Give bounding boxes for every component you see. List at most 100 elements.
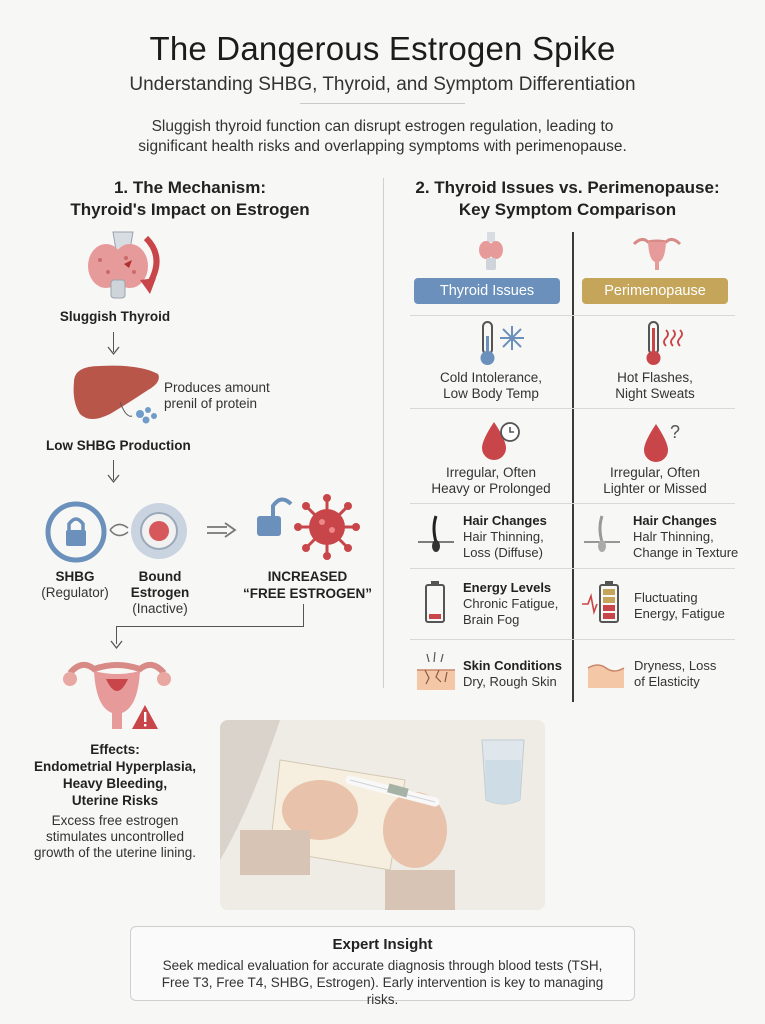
row2-right-1: Irregular, Often [609, 465, 701, 480]
row4-left-2: Brain Fog [463, 612, 520, 627]
row2-thyroid-cell: Irregular, Often Heavy or Prolonged [410, 465, 572, 497]
thyroid-small-icon [479, 232, 503, 270]
effects-desc-line1: Excess free estrogen [51, 813, 179, 828]
uterus-icon [63, 661, 171, 729]
row3-right-title: Hair Changes [633, 513, 717, 528]
liver-icon [73, 365, 159, 424]
row1-left-1: Cold Intolerance, [439, 370, 543, 385]
effects-line3: Uterine Risks [71, 793, 159, 808]
row1-left-2: Low Body Temp [443, 386, 539, 401]
bound-caption: Bound Estrogen (Inactive) [116, 569, 204, 617]
unlocked-icon [257, 497, 293, 536]
effects-line1: Endometrial Hyperplasia, [33, 759, 197, 774]
liver-note-line2: prenil of protein [164, 396, 258, 411]
row3-left-title: Hair Changes [463, 513, 547, 528]
section-divider [383, 178, 384, 688]
thyroid-gland-icon [88, 231, 160, 299]
increased-line2: “FREE ESTROGEN” [242, 586, 372, 601]
low-shbg-label: Low SHBG Production [46, 438, 191, 453]
double-arrow-icon [207, 522, 237, 538]
perimenopause-header: Perimenopause [582, 278, 728, 304]
effects-desc-line3: growth of the uterine lining. [33, 845, 197, 860]
row4-thyroid-cell: Energy Levels Chronic Fatigue, Brain Fog [463, 580, 558, 628]
row1-peri-cell: Hot Flashes, Night Sweats [574, 370, 736, 402]
row3-left-1: Hair Thinning, [463, 529, 544, 544]
row3-thyroid-cell: Hair Changes Hair Thinning, Loss (Diffus… [463, 513, 547, 561]
comparison-heading-line2: Key Symptom Comparison [458, 200, 677, 219]
expert-insight-body: Seek medical evaluation for accurate dia… [150, 957, 615, 1008]
flow-arrow [113, 460, 114, 480]
uterus-small-icon [632, 237, 682, 270]
bound-sub: (Inactive) [132, 601, 188, 616]
low-battery-icon [425, 581, 445, 623]
effects-line2: Heavy Bleeding, [62, 776, 168, 791]
row4-peri-cell: Fluctuating Energy, Fatigue [634, 590, 725, 622]
hot-thermometer-icon [646, 321, 683, 365]
effects-description: Excess free estrogen stimulates uncontro… [20, 813, 210, 861]
row4-left-title: Energy Levels [463, 580, 552, 595]
bound-label-2: Estrogen [130, 585, 190, 600]
liver-note-line1: Produces amount [164, 380, 270, 395]
row5-left-1: Dry, Rough Skin [463, 674, 557, 689]
intro-text: Sluggish thyroid function can disrupt es… [138, 118, 627, 155]
hair-follicle-icon [418, 515, 454, 552]
shbg-label: SHBG [55, 569, 95, 584]
bound-label-1: Bound [138, 569, 182, 584]
row-divider [410, 639, 735, 640]
shbg-lock-icon [45, 501, 107, 563]
effects-title: Effects: [90, 742, 140, 757]
page-subtitle: Understanding SHBG, Thyroid, and Symptom… [129, 74, 636, 95]
shbg-sub: (Regulator) [41, 585, 109, 600]
row5-right-2: of Elasticity [634, 674, 700, 689]
mechanism-heading-line2: Thyroid's Impact on Estrogen [70, 200, 310, 219]
effects-block: Effects: Endometrial Hyperplasia, Heavy … [20, 741, 210, 809]
blood-drop-question-icon: ? [644, 422, 680, 462]
hair-follicle-faded-icon [584, 515, 620, 552]
increased-free-estrogen: INCREASED “FREE ESTROGEN” [240, 568, 375, 602]
row5-right-1: Dryness, Loss [634, 658, 717, 673]
table-column-divider [572, 232, 574, 702]
row4-left-1: Chronic Fatigue, [463, 596, 559, 611]
title-divider [300, 103, 465, 104]
mechanism-heading: 1. The Mechanism: Thyroid's Impact on Es… [40, 177, 340, 221]
flow-arrow [113, 332, 114, 352]
row2-peri-cell: Irregular, Often Lighter or Missed [574, 465, 736, 497]
shbg-caption: SHBG (Regulator) [30, 569, 120, 601]
sluggish-thyroid-label: Sluggish Thyroid [59, 309, 171, 324]
arrowhead-icon [107, 474, 120, 484]
connector-line [116, 626, 304, 627]
row3-right-1: Halr Thinning, [633, 529, 714, 544]
mechanism-heading-line1: 1. The Mechanism: [113, 178, 267, 197]
arrowhead-icon [107, 346, 120, 356]
row-divider [410, 315, 735, 316]
comparison-heading-line1: 2. Thyroid Issues vs. Perimenopause: [415, 178, 720, 197]
binding-link-icon [109, 523, 129, 537]
expert-insight-box [130, 926, 635, 1001]
row3-right-2: Change in Texture [633, 545, 739, 560]
liver-note: Produces amount prenil of protein [164, 380, 270, 412]
row1-right-2: Night Sweats [615, 386, 695, 401]
row3-left-2: Loss (Diffuse) [463, 545, 543, 560]
bound-estrogen-icon [131, 503, 187, 559]
hands-with-thermometer-image [220, 720, 545, 910]
row4-right-2: Energy, Fatigue [634, 606, 725, 621]
connector-line [116, 626, 117, 644]
insight-line1: Seek medical evaluation for accurate dia… [162, 958, 603, 973]
arrowhead-icon [110, 640, 123, 650]
row3-peri-cell: Hair Changes Halr Thinning, Change in Te… [633, 513, 738, 561]
thyroid-issues-header: Thyroid Issues [414, 278, 560, 304]
row-divider [410, 408, 735, 409]
insight-line2: Free T3, Free T4, SHBG, Estrogen). Early… [161, 975, 604, 1007]
warning-icon [132, 705, 158, 729]
dry-skin-icon [417, 651, 455, 690]
row5-peri-cell: Dryness, Loss of Elasticity [634, 658, 716, 690]
cold-thermometer-icon [480, 321, 524, 365]
comparison-heading: 2. Thyroid Issues vs. Perimenopause: Key… [395, 177, 740, 221]
row-divider [410, 568, 735, 569]
free-estrogen-molecule-icon [294, 494, 360, 560]
expert-insight-title: Expert Insight [332, 936, 433, 953]
row5-thyroid-cell: Skin Conditions Dry, Rough Skin [463, 658, 562, 690]
fluctuating-battery-icon [582, 581, 619, 623]
thermometer-photo [220, 720, 545, 910]
row1-right-1: Hot Flashes, [617, 370, 693, 385]
